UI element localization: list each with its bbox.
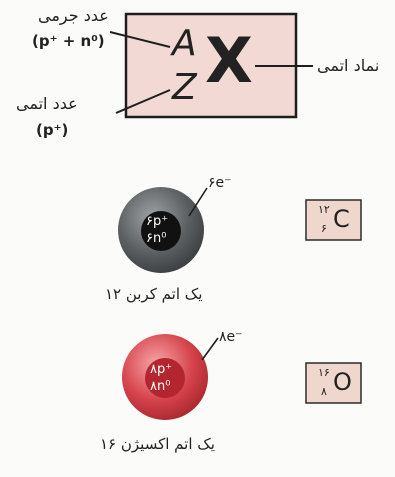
oxygen-proton-count: ۸p⁺ bbox=[150, 362, 173, 377]
carbon-neutron-count: ۶n⁰ bbox=[146, 231, 167, 246]
atomic-number-label: عدد اتمی bbox=[16, 94, 78, 113]
mass-number-pointer bbox=[109, 31, 171, 48]
carbon-proton-count: ۶p⁺ bbox=[146, 214, 169, 229]
oxygen-neutron-count: ۸n⁰ bbox=[150, 379, 171, 394]
oxygen-nucleus bbox=[145, 358, 185, 398]
letter-x: X bbox=[205, 24, 253, 97]
carbon-card-symbol: C bbox=[333, 205, 350, 233]
letter-a: A bbox=[172, 23, 197, 64]
carbon-card bbox=[305, 199, 362, 241]
oxygen-card bbox=[305, 362, 362, 404]
mass-number-formula: (p⁺ + n⁰) bbox=[32, 32, 105, 50]
carbon-electron-pointer bbox=[188, 187, 208, 217]
carbon-nucleus bbox=[141, 211, 181, 251]
oxygen-card-atomic: ۸ bbox=[321, 385, 327, 398]
mass-number-label: عدد جرمی bbox=[38, 6, 109, 25]
oxygen-card-symbol: O bbox=[333, 368, 352, 396]
symbol-label: نماد اتمی bbox=[317, 56, 380, 75]
carbon-electron-count: ۶e⁻ bbox=[208, 175, 232, 191]
carbon-card-atomic: ۶ bbox=[321, 222, 327, 235]
oxygen-card-mass: ۱۶ bbox=[318, 366, 330, 379]
oxygen-caption: یک اتم اکسیژن ۱۶ bbox=[100, 435, 215, 453]
letter-z: Z bbox=[172, 67, 197, 108]
oxygen-electron-count: ۸e⁻ bbox=[219, 329, 243, 345]
atomic-number-formula: (p⁺) bbox=[36, 121, 69, 139]
carbon-caption: یک اتم کربن ۱۲ bbox=[105, 285, 203, 303]
oxygen-electron-pointer bbox=[201, 337, 219, 361]
atomic-number-pointer bbox=[115, 89, 171, 114]
carbon-card-mass: ۱۲ bbox=[318, 203, 330, 216]
